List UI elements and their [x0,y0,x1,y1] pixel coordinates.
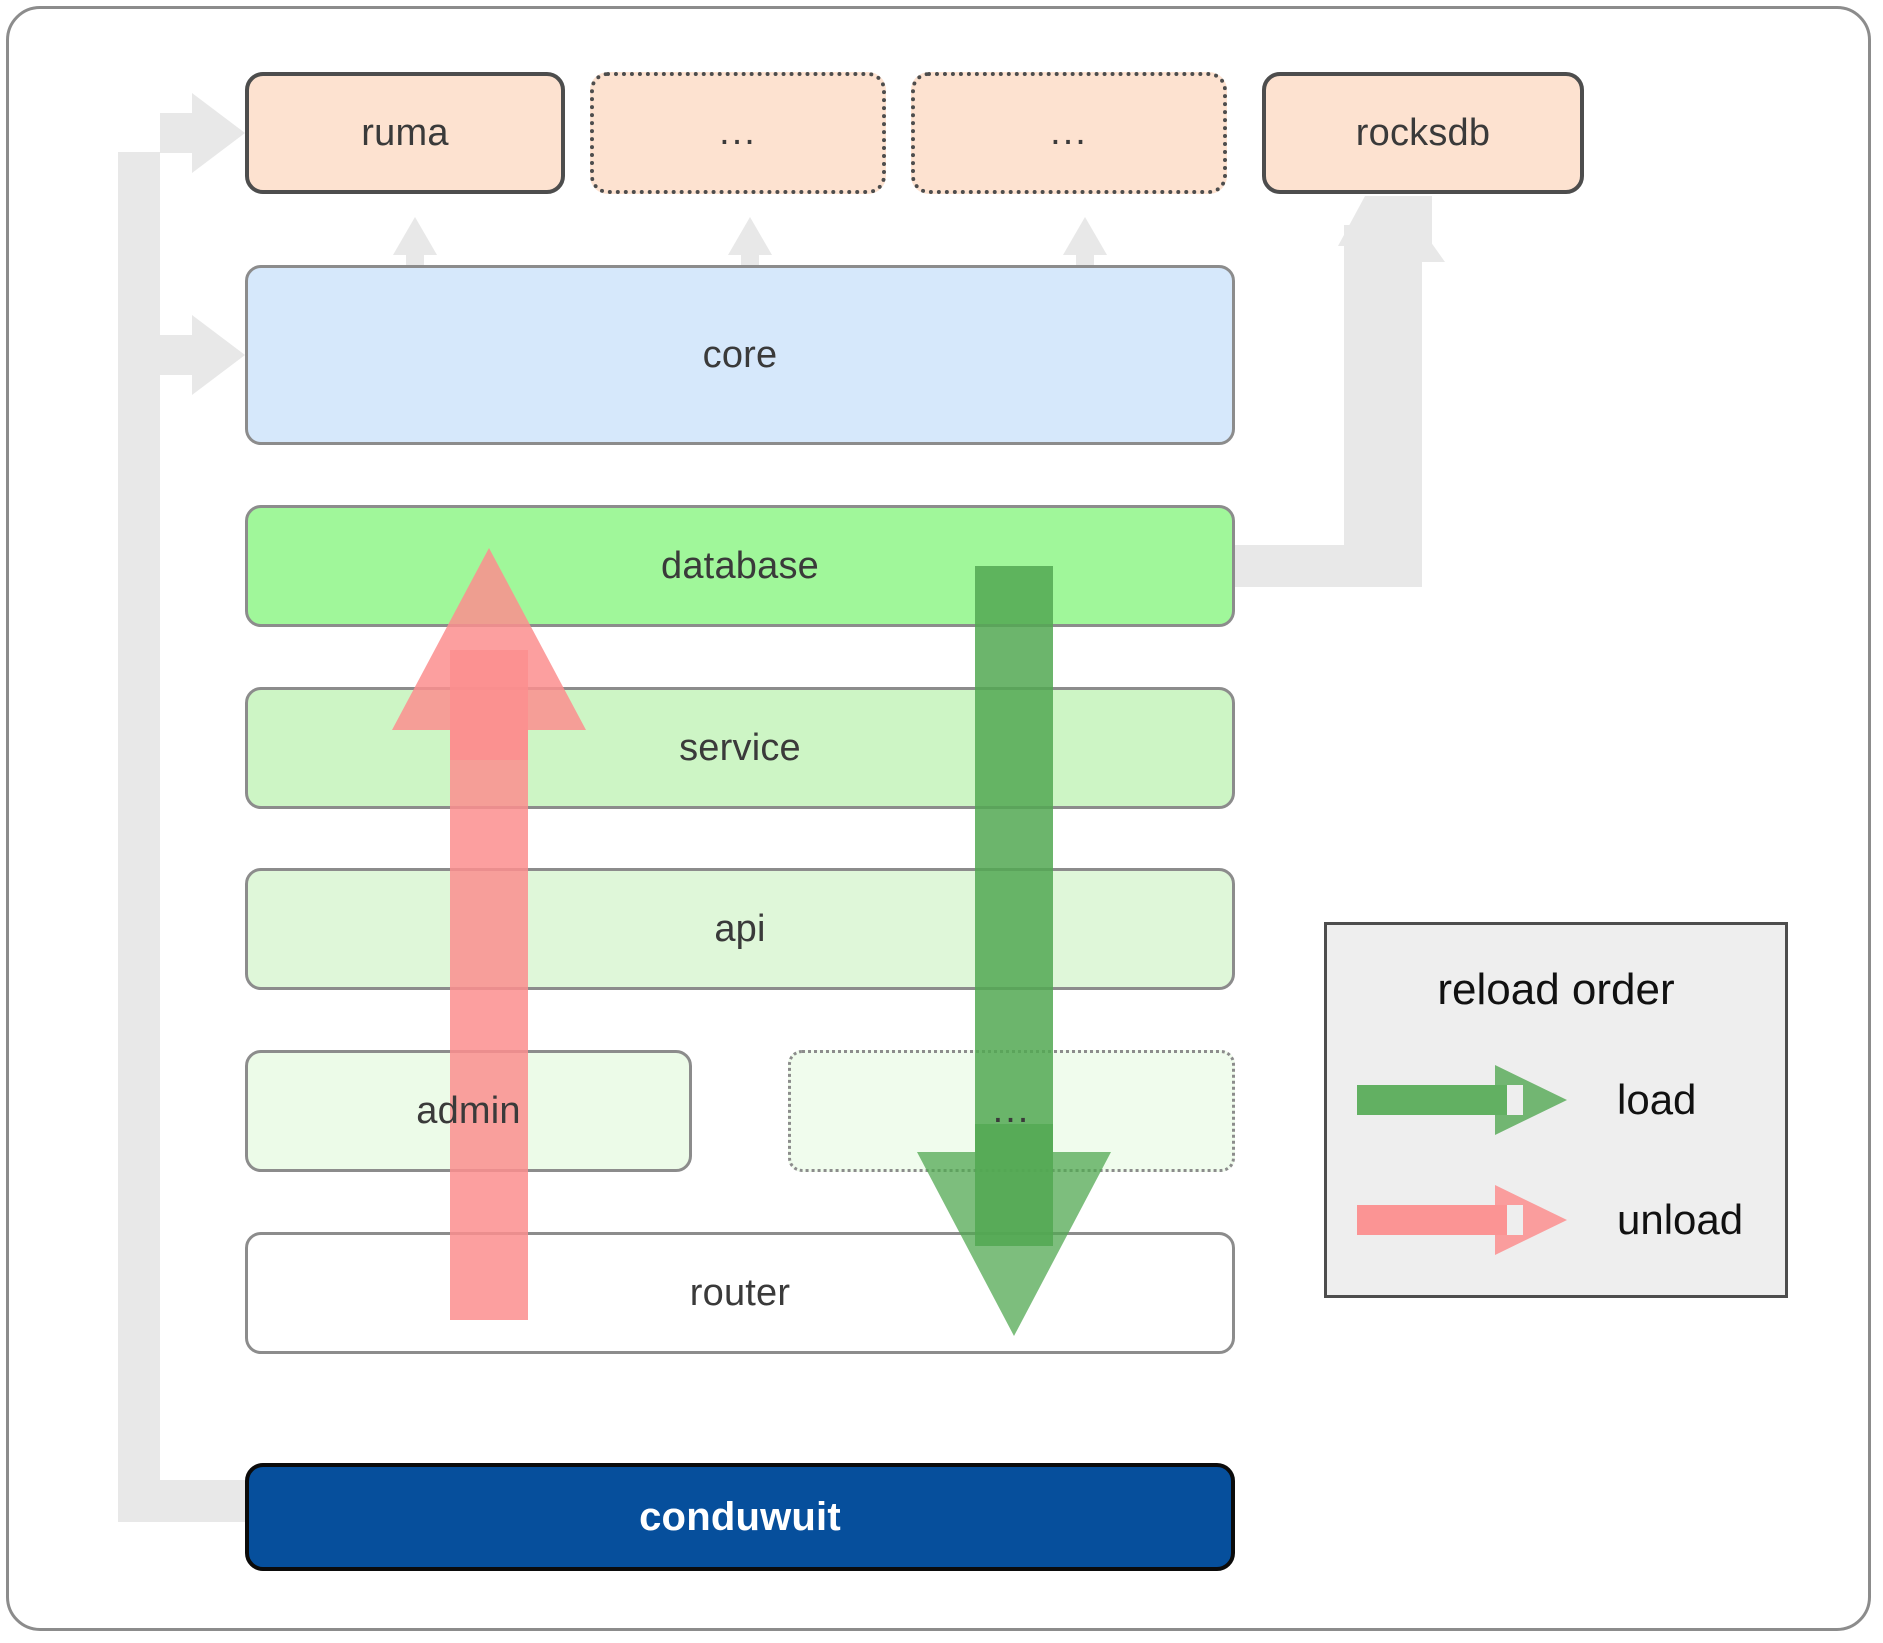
crate-box-database[interactable]: database [245,505,1235,627]
dependency-label-more-1: ... [719,111,757,154]
dependency-box-rocksdb[interactable]: rocksdb [1262,72,1584,194]
diagram-outer-frame [6,6,1871,1631]
legend-panel: reload order load unload [1324,922,1788,1298]
dependency-label-rocksdb: rocksdb [1355,111,1491,154]
crate-box-more[interactable]: ... [788,1050,1235,1172]
legend-label-unload: unload [1617,1196,1744,1243]
dependency-box-more-1[interactable]: ... [590,72,886,194]
binary-box-conduwuit[interactable]: conduwuit [245,1463,1235,1571]
load-arrow-icon [1357,1065,1567,1135]
unload-arrow-icon [1357,1185,1567,1255]
binary-label-conduwuit: conduwuit [639,1494,841,1539]
legend-row-load: load [1327,1055,1785,1145]
dependency-label-ruma: ruma [361,111,449,154]
dependency-box-more-2[interactable]: ... [911,72,1227,194]
crate-box-service[interactable]: service [245,687,1235,809]
crate-label-database: database [661,544,819,587]
crate-label-service: service [679,726,801,769]
crate-box-router[interactable]: router [245,1232,1235,1354]
dependency-label-more-2: ... [1050,111,1088,154]
legend-label-load: load [1617,1076,1697,1123]
crate-box-admin[interactable]: admin [245,1050,692,1172]
legend-title: reload order [1437,965,1675,1014]
crate-label-router: router [689,1271,791,1314]
crate-box-api[interactable]: api [245,868,1235,990]
crate-label-more: ... [992,1089,1031,1132]
crate-label-core: core [702,333,778,376]
legend-row-unload: unload [1327,1175,1785,1265]
crate-box-core[interactable]: core [245,265,1235,445]
crate-label-admin: admin [416,1089,521,1132]
crate-label-api: api [714,907,766,950]
dependency-box-ruma[interactable]: ruma [245,72,565,194]
